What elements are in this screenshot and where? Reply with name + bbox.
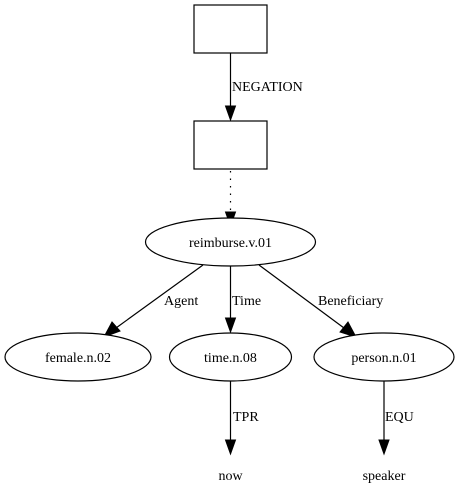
arrowhead-negation: [224, 105, 237, 122]
node-label-speaker: speaker: [363, 469, 406, 484]
node-label-reimburse: reimburse.v.01: [189, 236, 272, 251]
arrowhead-agent: [102, 321, 121, 338]
node-label-person: person.n.01: [351, 351, 416, 366]
edge-label-agent: Agent: [164, 294, 198, 309]
node-label-time: time.n.08: [204, 351, 257, 366]
arrowhead-tpr: [224, 439, 237, 456]
edge-label-negation: NEGATION: [232, 80, 303, 95]
edge-label-time: Time: [232, 294, 261, 309]
edge-label-beneficiary: Beneficiary: [318, 294, 383, 309]
arrowhead-time: [224, 317, 237, 334]
arrowhead-beneficiary: [339, 321, 358, 338]
node-label-female: female.n.02: [45, 351, 111, 366]
box-node-top: [193, 4, 268, 54]
node-label-now: now: [218, 469, 243, 484]
edge-beneficiary: [258, 264, 345, 329]
edge-label-tpr: TPR: [233, 410, 259, 425]
edge-label-equ: EQU: [385, 410, 414, 425]
node-female: [4, 332, 152, 382]
edge-agent: [115, 264, 204, 329]
arrowhead-equ: [378, 439, 390, 456]
box-node-mid: [193, 120, 268, 170]
